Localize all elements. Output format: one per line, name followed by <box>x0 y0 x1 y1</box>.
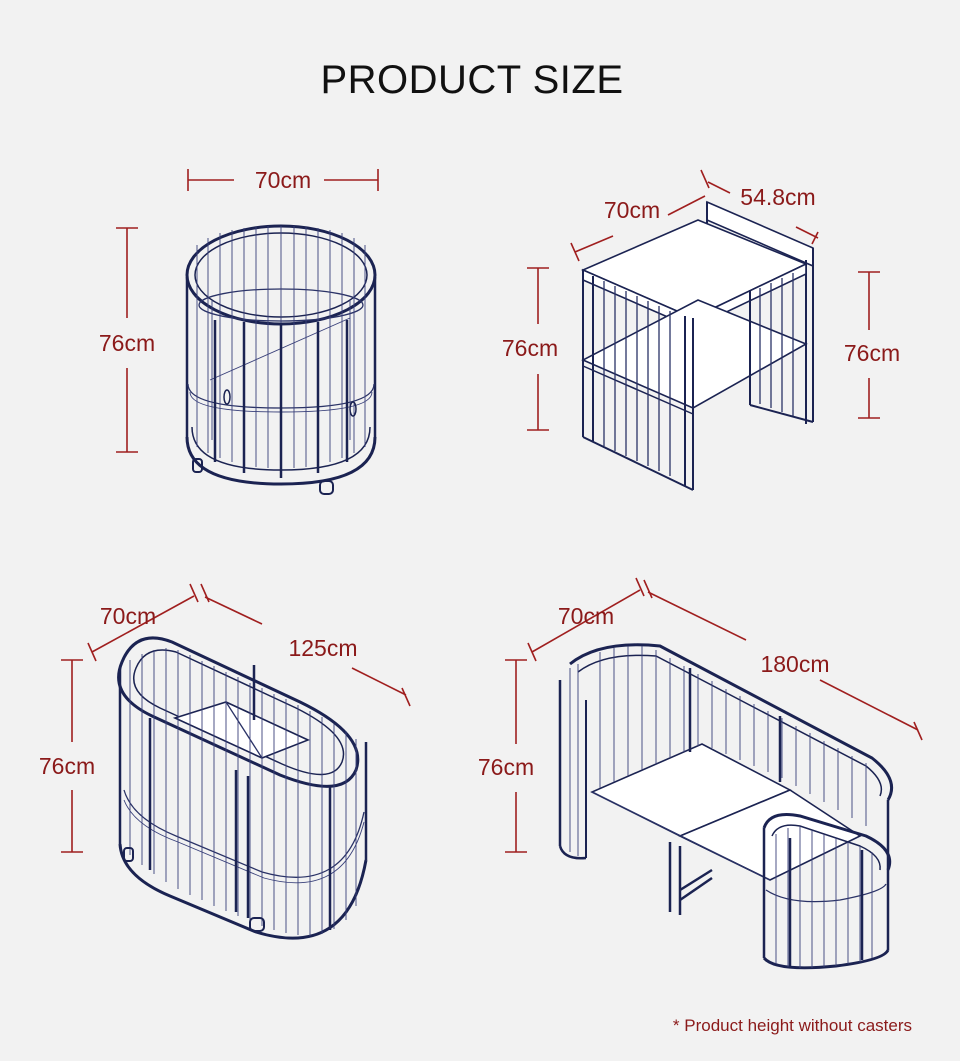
changing-table-depth-dimension: 54.8cm <box>707 181 819 245</box>
round-crib-height-label: 76cm <box>99 330 155 356</box>
round-crib-height-dimension: 76cm <box>99 227 155 453</box>
oval-crib-length-label: 125cm <box>288 635 357 661</box>
extended-bed-length-dimension: 180cm <box>643 579 923 741</box>
extended-bed-height-label: 76cm <box>478 754 534 780</box>
extended-bed-height-dimension: 76cm <box>478 659 534 853</box>
changing-table-right-height-dimension: 76cm <box>844 271 900 419</box>
extended-bed-width-label: 70cm <box>558 603 614 629</box>
extended-bed-width-dimension: 70cm <box>527 577 645 662</box>
changing-table-left-height-label: 76cm <box>502 335 558 361</box>
round-crib-body <box>185 224 377 495</box>
oval-crib-body <box>117 636 368 940</box>
changing-table-left-height-dimension: 76cm <box>502 267 558 431</box>
extended-bed-body <box>558 643 893 970</box>
oval-crib-length-dimension: 125cm <box>200 583 411 707</box>
oval-crib-height-dimension: 76cm <box>39 659 95 853</box>
changing-table-width-dimension: 70cm <box>570 169 710 262</box>
round-crib-width-dimension: 70cm <box>187 167 379 193</box>
oval-crib-width-dimension: 70cm <box>87 583 199 662</box>
changing-table-right-height-label: 76cm <box>844 340 900 366</box>
oval-crib-drawing: 70cm 125cm 76cm <box>39 583 411 940</box>
oval-crib-width-label: 70cm <box>100 603 156 629</box>
extended-bed-length-label: 180cm <box>760 651 829 677</box>
changing-table-depth-label: 54.8cm <box>740 184 815 210</box>
round-crib-drawing: 70cm 76cm <box>99 167 379 495</box>
extended-bed-drawing: 70cm 180cm 76cm <box>478 577 923 970</box>
footnote: * Product height without casters <box>672 1016 912 1035</box>
changing-table-body <box>580 200 814 491</box>
round-crib-width-label: 70cm <box>255 167 311 193</box>
oval-crib-height-label: 76cm <box>39 753 95 779</box>
page-title: PRODUCT SIZE <box>320 58 624 102</box>
changing-table-width-label: 70cm <box>604 197 660 223</box>
changing-table-drawing: 70cm 54.8cm 76cm 76cm <box>502 169 900 491</box>
